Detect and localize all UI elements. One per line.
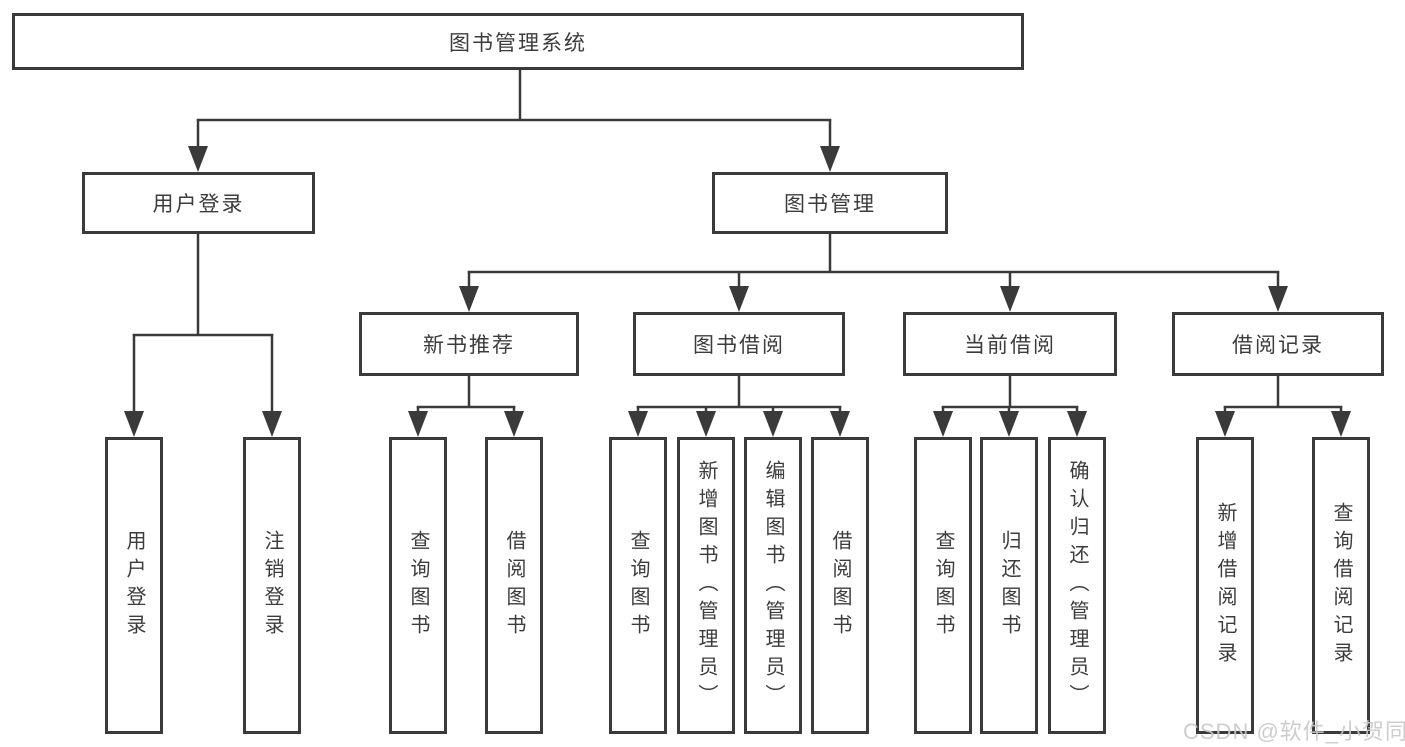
leaf-user-login: 用户登录 (105, 437, 163, 734)
leaf-borrow-books-1-label: 借阅图书 (503, 529, 525, 642)
leaf-confirm-return-admin: 确认归还（管理员） (1048, 437, 1106, 734)
node-user-login: 用户登录 (82, 172, 315, 234)
csdn-watermark: CSDN @软件_小贺同学 (1183, 719, 1405, 744)
leaf-query-books-2: 查询图书 (609, 437, 667, 734)
leaf-user-login-label: 用户登录 (123, 529, 145, 642)
leaf-add-books-admin-label: 新增图书（管理员） (695, 459, 717, 712)
leaf-logout: 注销登录 (243, 437, 301, 734)
node-borrowing-records: 借阅记录 (1172, 312, 1384, 376)
node-current-borrowing: 当前借阅 (903, 312, 1117, 376)
leaf-add-borrow-record: 新增借阅记录 (1196, 437, 1254, 734)
leaf-query-books-2-label: 查询图书 (627, 529, 649, 642)
leaf-borrow-books-2: 借阅图书 (811, 437, 869, 734)
leaf-return-books: 归还图书 (980, 437, 1038, 734)
leaf-query-borrow-record: 查询借阅记录 (1312, 437, 1370, 734)
node-book-management: 图书管理 (712, 172, 948, 234)
leaf-query-books-1-label: 查询图书 (407, 529, 429, 642)
leaf-borrow-books-1: 借阅图书 (485, 437, 543, 734)
leaf-edit-books-admin: 编辑图书（管理员） (744, 437, 802, 734)
node-book-borrowing: 图书借阅 (633, 312, 845, 376)
node-library-management-system: 图书管理系统 (12, 13, 1024, 70)
leaf-return-books-label: 归还图书 (998, 529, 1020, 642)
leaf-query-books-3: 查询图书 (914, 437, 972, 734)
leaf-query-borrow-record-label: 查询借阅记录 (1330, 501, 1352, 670)
leaf-confirm-return-admin-label: 确认归还（管理员） (1066, 459, 1088, 712)
leaf-add-borrow-record-label: 新增借阅记录 (1214, 501, 1236, 670)
node-new-book-recommendation: 新书推荐 (359, 312, 579, 376)
leaf-edit-books-admin-label: 编辑图书（管理员） (762, 459, 784, 712)
leaf-query-books-3-label: 查询图书 (932, 529, 954, 642)
leaf-query-books-1: 查询图书 (389, 437, 447, 734)
leaf-borrow-books-2-label: 借阅图书 (829, 529, 851, 642)
leaf-logout-label: 注销登录 (261, 529, 283, 642)
leaf-add-books-admin: 新增图书（管理员） (677, 437, 735, 734)
